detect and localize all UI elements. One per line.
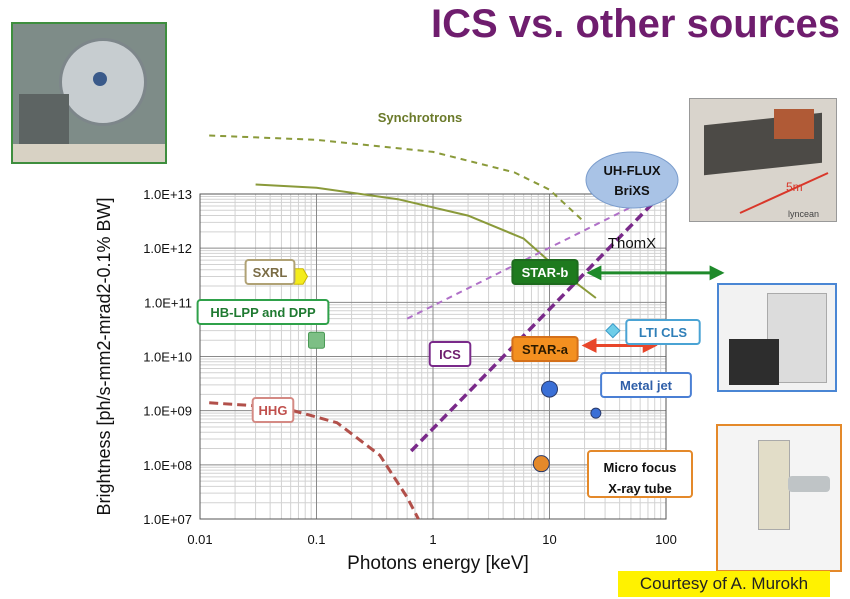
label-box-lti-cls [625, 319, 701, 345]
label-lti-cls: LTI CLS [639, 325, 687, 340]
label-star-b: STAR-b [522, 265, 569, 280]
photo-xray-tube-window [788, 476, 830, 492]
y-tick-label: 1.0E+07 [143, 512, 192, 527]
photo-lyncean-5m: 5m [786, 180, 803, 194]
curve-synchrotrons-dashed [209, 134, 586, 224]
photo-lyncean-logo: lyncean [788, 209, 819, 219]
x-tick-label: 0.1 [307, 532, 325, 547]
photo-lyncean-tubes [774, 109, 814, 139]
point-metal-jet-large [541, 380, 558, 398]
label-box-sxrl [244, 259, 296, 285]
point-lti-cls [605, 322, 621, 339]
label-x-ray-tube: X-ray tube [608, 481, 672, 496]
photo-lyncean-system: 5m lyncean [689, 98, 837, 222]
photo-star-b-base [729, 339, 779, 385]
curve-ics-thin [406, 188, 667, 320]
y-tick-label: 1.0E+11 [144, 295, 192, 310]
x-axis-title: Photons energy [keV] [347, 553, 529, 574]
photo-xray-tube [716, 424, 842, 572]
label-box-star-a [511, 336, 579, 362]
label-ics: ICS [439, 347, 461, 362]
label-hhg: HHG [259, 403, 288, 418]
label-box-hb-lpp-and-dpp [196, 299, 330, 325]
label-box-micro-focus [587, 450, 693, 498]
y-axis-title: Brightness [ph/s-mm2-mrad2-0.1% BW] [94, 197, 114, 515]
photo-source-apparatus [11, 22, 167, 164]
x-tick-label: 1 [429, 532, 436, 547]
label-star-a: STAR-a [522, 342, 569, 357]
photo-lyncean-arrow: 5m lyncean [739, 172, 829, 219]
photo-xray-tube-body [758, 440, 790, 530]
label-box-ics [428, 341, 472, 367]
x-tick-label: 100 [655, 532, 677, 547]
y-tick-label: 1.0E+10 [143, 350, 192, 365]
label-brixs: BriXS [614, 183, 650, 198]
label-synchrotrons: Synchrotrons [378, 110, 463, 125]
y-tick-label: 1.0E+08 [143, 458, 192, 473]
plot-frame [199, 193, 667, 520]
x-tick-label: 0.01 [187, 532, 212, 547]
slide-title: ICS vs. other sources [430, 2, 840, 46]
photo-source-bench [13, 144, 165, 162]
label-ellipse-uh-flux [585, 151, 679, 209]
y-tick-label: 1.0E+13 [143, 187, 192, 202]
label-uh-flux: UH-FLUX [603, 163, 660, 178]
label-thomx: ThomX [608, 235, 656, 252]
curve-ics-thick [409, 188, 668, 453]
x-tick-label: 10 [542, 532, 556, 547]
label-box-star-b [511, 259, 579, 285]
label-micro-focus: Micro focus [604, 460, 677, 475]
label-box-hhg [251, 397, 295, 423]
point-metal-jet-small [590, 407, 602, 419]
label-hb-lpp-and-dpp: HB-LPP and DPP [210, 305, 316, 320]
courtesy-label: Courtesy of A. Murokh [618, 571, 830, 597]
label-sxrl: SXRL [253, 265, 288, 280]
point-micro-focus-x-ray-tube [532, 455, 550, 473]
point-hb-lpp-and-dpp [308, 331, 325, 349]
photo-star-b-machine [717, 283, 837, 392]
photo-source-core [93, 72, 107, 86]
label-metal-jet: Metal jet [620, 378, 673, 393]
label-box-metal-jet [600, 372, 692, 398]
y-tick-label: 1.0E+09 [143, 404, 192, 419]
y-tick-label: 1.0E+12 [143, 241, 192, 256]
